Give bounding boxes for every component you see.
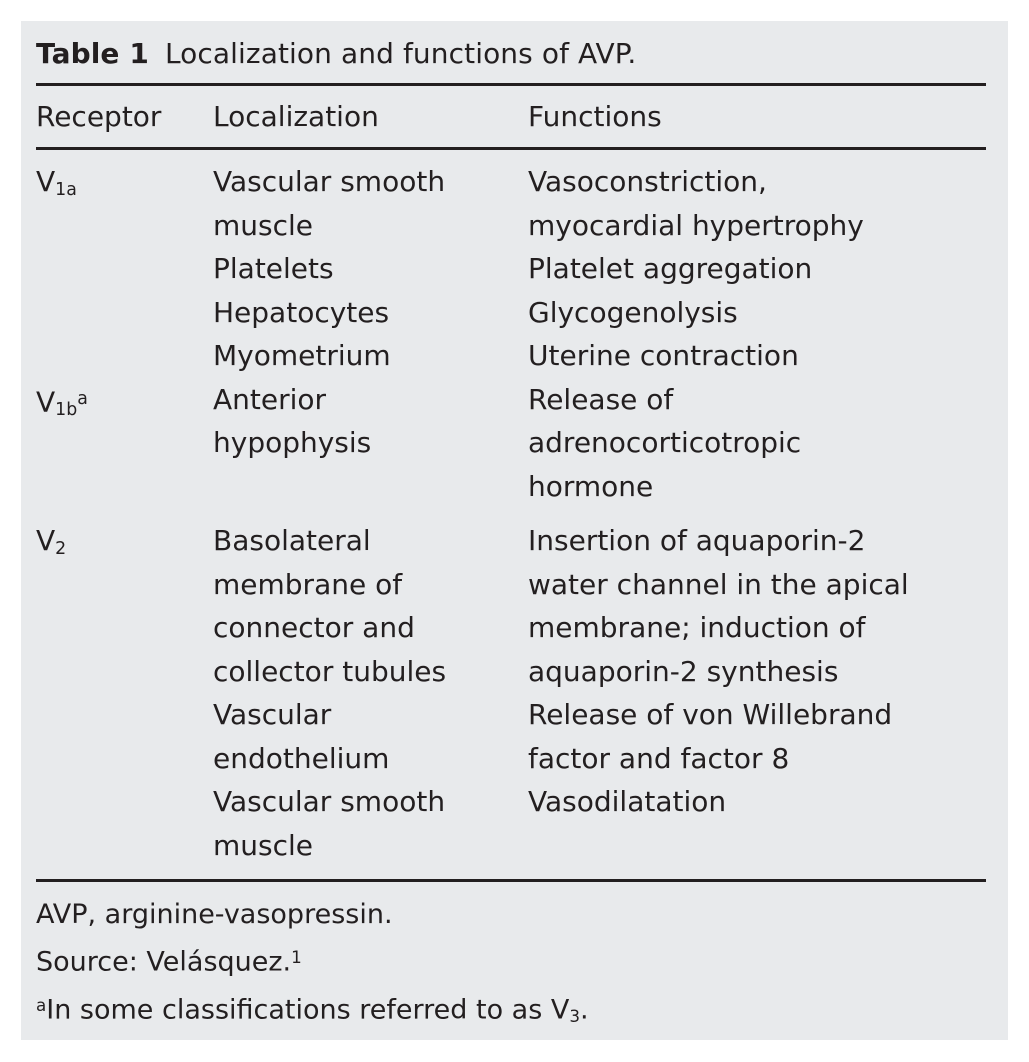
cell-receptor: V1a xyxy=(36,160,213,212)
rule-header xyxy=(36,147,986,150)
functions-line: Uterine contraction xyxy=(528,339,799,372)
functions-line: hormone xyxy=(528,469,654,503)
functions-line: membrane; induction of xyxy=(528,611,866,644)
cell-localization: Anterior hypophysis xyxy=(213,378,528,509)
localization-line: Anterior xyxy=(213,382,327,416)
footnote-note-text: In some classifications referred to as V xyxy=(46,994,570,1026)
footnote-note-a: aIn some classifications referred to as … xyxy=(36,984,993,1037)
receptor-footnote-marker: a xyxy=(77,388,88,409)
localization-line: muscle xyxy=(213,828,314,862)
cell-functions: Vasoconstriction, myocardial hypertrophy… xyxy=(528,160,986,378)
receptor-base: V xyxy=(36,524,56,557)
localization-line: Vascular smooth xyxy=(213,165,446,198)
cell-functions: Insertion of aquaporin-2 water channel i… xyxy=(528,519,986,867)
table-caption-text: Localization and functions of AVP. xyxy=(164,37,637,70)
receptor-base: V xyxy=(36,165,56,198)
functions-line: Insertion of aquaporin-2 xyxy=(528,524,866,557)
functions-line: Platelet aggregation xyxy=(528,252,813,285)
functions-line: Vasoconstriction, xyxy=(528,165,767,198)
receptor-subscript: 1a xyxy=(55,179,77,200)
functions-line: factor and factor 8 xyxy=(528,741,790,775)
localization-line: Vascular smooth xyxy=(213,785,446,818)
column-header-functions: Functions xyxy=(528,100,662,133)
receptor-base: V xyxy=(36,384,56,418)
table-caption: Table 1 Localization and functions of AVP… xyxy=(21,21,1008,83)
localization-line: Vascular xyxy=(213,698,332,731)
table-row: V2 Basolateral membrane of connector and… xyxy=(21,508,1008,867)
cell-localization: Vascular smooth muscle Platelets Hepatoc… xyxy=(213,160,528,378)
receptor-subscript: 2 xyxy=(55,538,67,559)
receptor-label-v2: V2 xyxy=(36,519,213,571)
receptor-label-v1a: V1a xyxy=(36,160,213,212)
functions-line: Glycogenolysis xyxy=(528,295,738,329)
footnote-source-text: Source: Velásquez. xyxy=(36,946,292,978)
localization-line: connector and xyxy=(213,611,415,644)
cell-localization: Basolateral membrane of connector and co… xyxy=(213,519,528,867)
table-body: V1a Vascular smooth muscle Platelets Hep… xyxy=(21,150,1008,879)
rule-top xyxy=(36,83,986,86)
cell-receptor: V2 xyxy=(36,519,213,571)
localization-line: Myometrium xyxy=(213,339,391,372)
rule-bottom xyxy=(36,879,986,882)
table-row: V1ba Anterior hypophysis Release of adre… xyxy=(21,378,1008,509)
functions-line: aquaporin-2 synthesis xyxy=(528,654,839,688)
functions-line: water channel in the apical xyxy=(528,567,909,601)
footnote-note-subscript: 3 xyxy=(569,1005,581,1026)
localization-line: Basolateral xyxy=(213,524,371,557)
functions-line-blank xyxy=(528,824,986,868)
localization-line: Platelets xyxy=(213,252,334,285)
localization-line: collector tubules xyxy=(213,654,447,688)
table-header-row: Receptor Localization Functions xyxy=(21,86,1008,147)
footnote-note-suffix: . xyxy=(580,994,589,1026)
localization-line-blank xyxy=(213,465,528,509)
cell-receptor: V1ba xyxy=(36,378,213,433)
localization-line: Hepatocytes xyxy=(213,295,390,329)
cell-functions: Release of adrenocorticotropic hormone xyxy=(528,378,986,509)
footnote-marker: a xyxy=(36,994,47,1015)
functions-line: adrenocorticotropic xyxy=(528,426,802,459)
functions-line: myocardial hypertrophy xyxy=(528,208,864,242)
table-footnotes: AVP, arginine-vasopressin. Source: Velás… xyxy=(21,882,1008,1036)
column-header-receptor: Receptor xyxy=(36,100,162,133)
footnote-source: Source: Velásquez.1 xyxy=(36,936,993,984)
footnote-abbreviation: AVP, arginine-vasopressin. xyxy=(36,899,393,930)
table-panel: Table 1 Localization and functions of AVP… xyxy=(21,21,1008,1040)
receptor-label-v1b: V1ba xyxy=(36,378,213,433)
localization-line: endothelium xyxy=(213,741,390,775)
localization-line: hypophysis xyxy=(213,426,372,459)
receptor-subscript: 1b xyxy=(55,399,78,420)
functions-line: Vasodilatation xyxy=(528,785,727,818)
localization-line: muscle xyxy=(213,208,314,242)
table-row: V1a Vascular smooth muscle Platelets Hep… xyxy=(21,160,1008,378)
functions-line: Release of xyxy=(528,382,674,416)
table-caption-label: Table 1 xyxy=(36,37,149,70)
column-header-localization: Localization xyxy=(213,100,379,133)
localization-line: membrane of xyxy=(213,567,403,601)
footnote-source-reference: 1 xyxy=(291,947,302,967)
functions-line: Release of von Willebrand xyxy=(528,698,893,731)
